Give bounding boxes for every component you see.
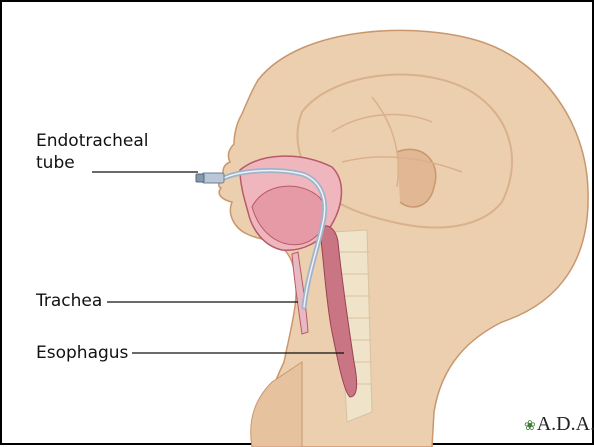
adam-logo: ❀A.D.A.M. (524, 413, 594, 436)
logo-text: A.D.A.M. (537, 413, 594, 435)
leaf-icon: ❀ (524, 419, 536, 434)
label-endotracheal-tube-line1: Endotracheal (36, 131, 149, 151)
label-esophagus: Esophagus (36, 343, 128, 363)
tube-connector (202, 173, 224, 183)
label-endotracheal-tube-line2: tube (36, 153, 75, 173)
tube-tip (196, 174, 204, 182)
shoulder (251, 362, 302, 447)
label-trachea: Trachea (36, 291, 102, 311)
